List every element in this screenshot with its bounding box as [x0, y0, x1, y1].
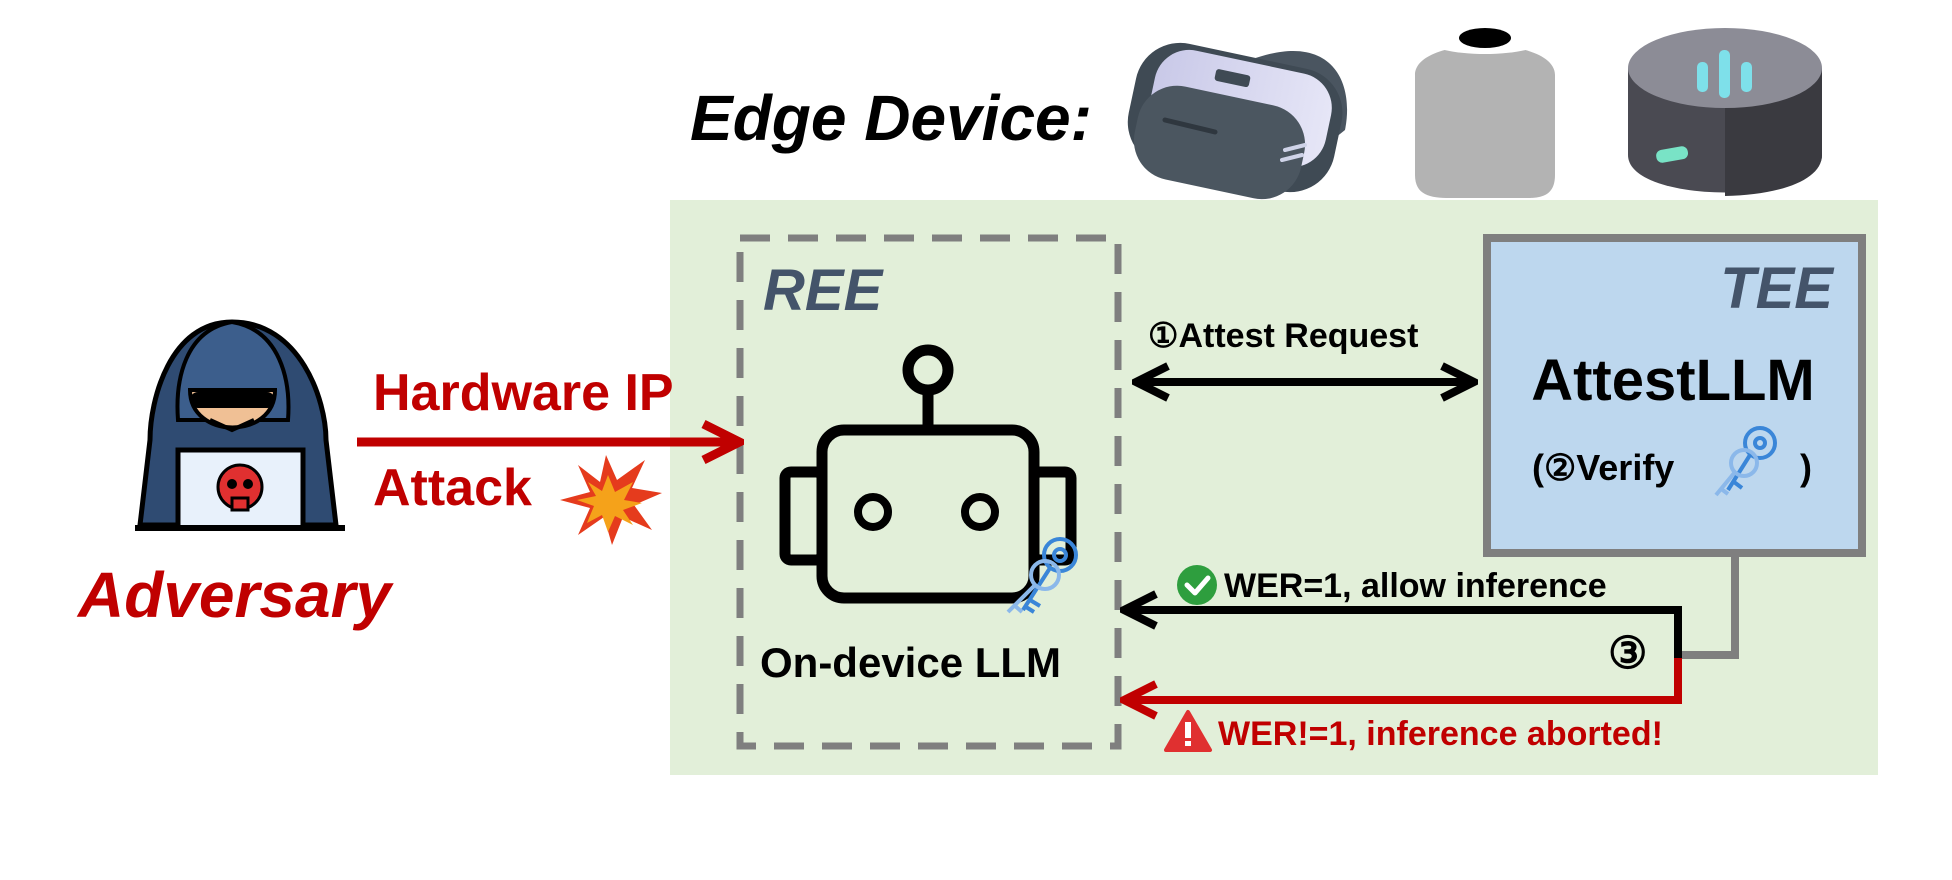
check-icon: [1177, 565, 1217, 605]
tee-box: [1483, 234, 1866, 557]
verify-label: (②Verify: [1532, 447, 1674, 488]
warning-icon: [1164, 710, 1212, 752]
key-icon: [1006, 537, 1078, 614]
attack-label-line2: Attack: [373, 459, 532, 517]
vr-headset-icon: [1127, 42, 1348, 200]
tee-connector-line: [1678, 553, 1739, 659]
attest-request-label: ①Attest Request: [1148, 317, 1418, 355]
robot-llm-icon: [779, 344, 1077, 604]
verify-key-icon: [1714, 426, 1777, 497]
attack-label-line1: Hardware IP: [373, 364, 674, 422]
on-device-llm-label: On-device LLM: [760, 639, 1061, 686]
smart-speaker-icon: [1415, 26, 1555, 199]
attestllm-title: AttestLLM: [1531, 348, 1815, 413]
failure-arrow: [1128, 658, 1682, 700]
success-arrow: [1128, 610, 1682, 665]
success-label: WER=1, allow inference: [1224, 567, 1607, 605]
voice-assistant-icon: [1628, 28, 1822, 196]
step3-marker: ③: [1608, 629, 1647, 678]
ree-boundary: [736, 234, 1122, 750]
verify-close: ): [1800, 447, 1812, 488]
hacker-icon: [135, 319, 345, 531]
explosion-icon: [560, 455, 662, 545]
ree-label: REE: [763, 258, 885, 323]
failure-label: WER!=1, inference aborted!: [1218, 715, 1663, 753]
adversary-label: Adversary: [76, 559, 395, 631]
edge-device-label: Edge Device:: [690, 82, 1092, 154]
tee-label: TEE: [1720, 256, 1835, 321]
